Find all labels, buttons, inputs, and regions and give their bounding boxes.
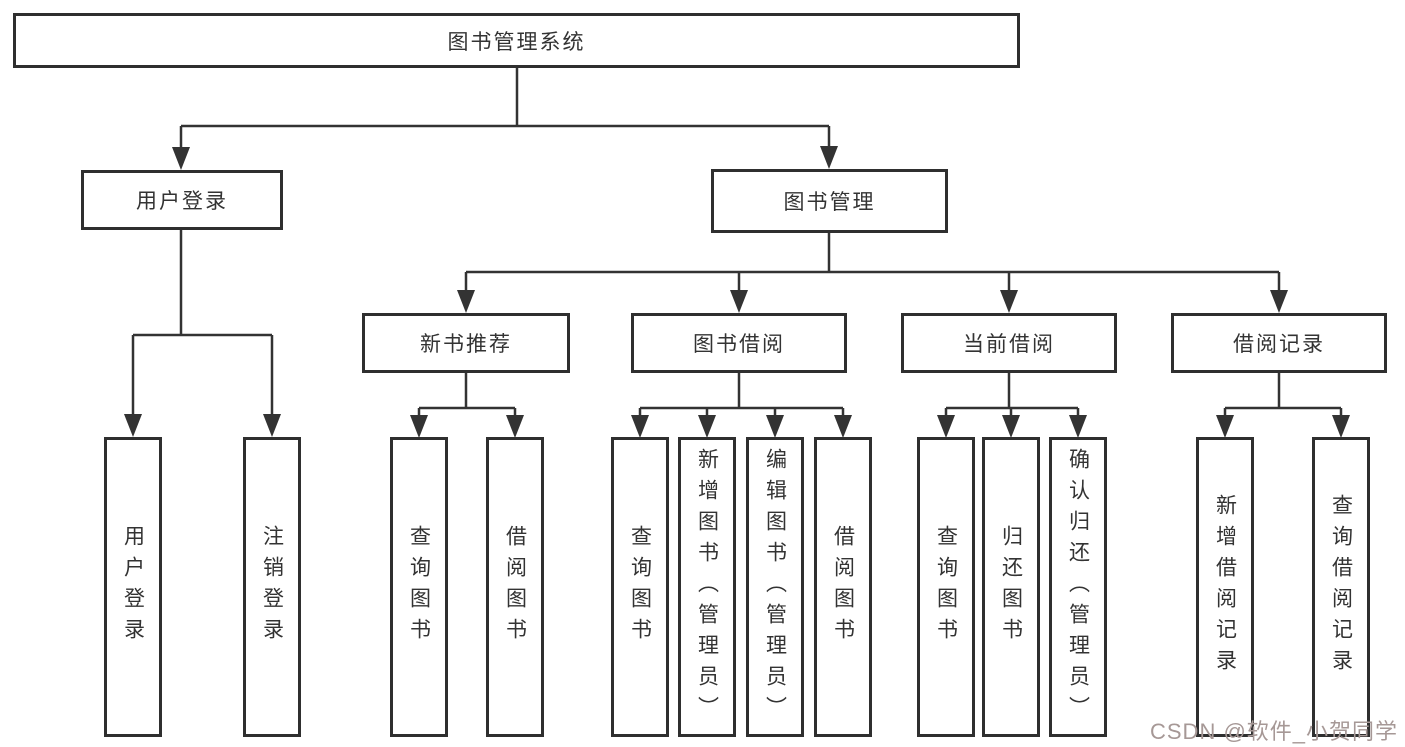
leaf-bb-edit-books-admin-label: 编辑图书（管理员） xyxy=(763,447,787,727)
arrow-down-icon xyxy=(457,290,475,313)
leaf-bb-add-books-admin: 新增图书（管理员） xyxy=(678,437,736,737)
connector-new-book-rec xyxy=(410,373,524,438)
arrow-down-icon xyxy=(506,415,524,438)
leaf-bb-query-books: 查询图书 xyxy=(611,437,669,737)
connector-borrow-records xyxy=(1216,373,1350,438)
node-borrow-records: 借阅记录 xyxy=(1171,313,1387,373)
leaf-cb-query-books-label: 查询图书 xyxy=(934,525,958,649)
leaf-cb-confirm-return-admin-label: 确认归还（管理员） xyxy=(1066,447,1090,727)
node-new-book-rec: 新书推荐 xyxy=(362,313,570,373)
leaf-rec-borrow-books-label: 借阅图书 xyxy=(503,525,527,649)
leaf-br-add-record-label: 新增借阅记录 xyxy=(1213,494,1237,680)
arrow-down-icon xyxy=(1332,415,1350,438)
leaf-cb-return-books: 归还图书 xyxy=(982,437,1040,737)
arrow-down-icon xyxy=(631,415,649,438)
leaf-user-login: 用户登录 xyxy=(104,437,162,737)
node-root-label: 图书管理系统 xyxy=(447,30,586,54)
arrow-down-icon xyxy=(124,414,142,437)
node-current-borrow-label: 当前借阅 xyxy=(963,333,1055,356)
node-book-borrow: 图书借阅 xyxy=(631,313,847,373)
leaf-br-add-record: 新增借阅记录 xyxy=(1196,437,1254,737)
arrow-down-icon xyxy=(263,414,281,437)
arrow-down-icon xyxy=(766,415,784,438)
arrow-down-icon xyxy=(172,147,190,170)
arrow-down-icon xyxy=(937,415,955,438)
connector-current-borrow xyxy=(937,373,1087,438)
node-current-borrow: 当前借阅 xyxy=(901,313,1117,373)
connector-book-mgmt xyxy=(457,233,1288,313)
leaf-cb-return-books-label: 归还图书 xyxy=(999,525,1023,649)
node-book-borrow-label: 图书借阅 xyxy=(693,333,785,356)
node-user-login-label: 用户登录 xyxy=(136,190,228,213)
arrow-down-icon xyxy=(410,415,428,438)
leaf-bb-borrow-books: 借阅图书 xyxy=(814,437,872,737)
leaf-bb-query-books-label: 查询图书 xyxy=(628,525,652,649)
leaf-br-query-record: 查询借阅记录 xyxy=(1312,437,1370,737)
leaf-cb-confirm-return-admin: 确认归还（管理员） xyxy=(1049,437,1107,737)
leaf-logout: 注销登录 xyxy=(243,437,301,737)
leaf-rec-query-books: 查询图书 xyxy=(390,437,448,737)
leaf-user-login-label: 用户登录 xyxy=(121,525,145,649)
arrow-down-icon xyxy=(834,415,852,438)
node-root: 图书管理系统 xyxy=(13,13,1020,68)
arrow-down-icon xyxy=(1216,415,1234,438)
leaf-bb-add-books-admin-label: 新增图书（管理员） xyxy=(695,447,719,727)
leaf-rec-borrow-books: 借阅图书 xyxy=(486,437,544,737)
arrow-down-icon xyxy=(1000,290,1018,313)
leaf-br-query-record-label: 查询借阅记录 xyxy=(1329,494,1353,680)
arrow-down-icon xyxy=(1002,415,1020,438)
connector-book-borrow xyxy=(631,373,852,438)
leaf-logout-label: 注销登录 xyxy=(260,525,284,649)
arrow-down-icon xyxy=(1069,415,1087,438)
arrow-down-icon xyxy=(698,415,716,438)
connector-user-login xyxy=(124,230,281,437)
leaf-bb-edit-books-admin: 编辑图书（管理员） xyxy=(746,437,804,737)
node-user-login: 用户登录 xyxy=(81,170,283,230)
node-book-mgmt-label: 图书管理 xyxy=(783,191,876,214)
node-book-mgmt: 图书管理 xyxy=(711,169,948,233)
leaf-cb-query-books: 查询图书 xyxy=(917,437,975,737)
arrow-down-icon xyxy=(820,146,838,169)
leaf-rec-query-books-label: 查询图书 xyxy=(407,525,431,649)
arrow-down-icon xyxy=(730,290,748,313)
arrow-down-icon xyxy=(1270,290,1288,313)
node-borrow-records-label: 借阅记录 xyxy=(1233,333,1325,356)
csdn-watermark: CSDN @软件_小贺同学 xyxy=(1150,719,1399,744)
leaf-bb-borrow-books-label: 借阅图书 xyxy=(831,525,855,649)
connector-root xyxy=(172,68,838,170)
node-new-book-rec-label: 新书推荐 xyxy=(420,333,512,356)
